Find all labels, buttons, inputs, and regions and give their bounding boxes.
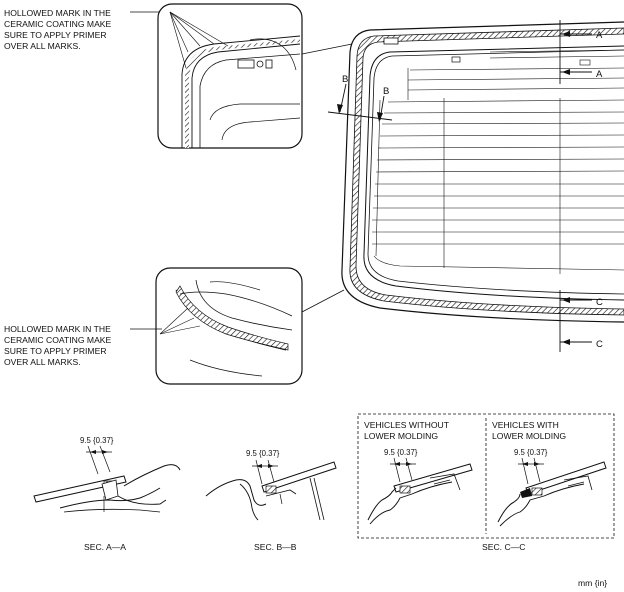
section-c-markers: C C	[559, 290, 603, 352]
section-c-with-heading-2: LOWER MOLDING	[492, 431, 566, 441]
section-c-without-heading-1: VEHICLES WITHOUT	[364, 420, 450, 430]
lower-note-line-3: SURE TO APPLY PRIMER	[4, 346, 107, 356]
section-b-markers: B B	[327, 74, 393, 122]
lower-detail-connector	[301, 289, 345, 313]
upper-note-line-3: SURE TO APPLY PRIMER	[4, 30, 107, 40]
section-c-caption: SEC. C—C	[482, 542, 525, 552]
section-c-c-drawing: VEHICLES WITHOUT LOWER MOLDING 9.5 {0.37…	[357, 413, 615, 552]
section-b-caption: SEC. B—B	[254, 542, 297, 552]
section-c-upper-label: C	[596, 297, 603, 308]
lower-callout-note: HOLLOWED MARK IN THE CERAMIC COATING MAK…	[4, 324, 112, 367]
section-b-dimension: 9.5 {0.37}	[246, 449, 280, 458]
section-b-right-label: B	[383, 86, 389, 97]
section-b-b-drawing: 9.5 {0.37} SEC. B—B	[205, 449, 337, 552]
upper-note-line-1: HOLLOWED MARK IN THE	[4, 8, 111, 18]
section-c-with-heading-1: VEHICLES WITH	[492, 420, 559, 430]
section-b-left-label: B	[342, 74, 348, 85]
section-a-a-drawing: 9.5 {0.37} SEC. A—A	[33, 436, 181, 552]
lower-detail-box	[155, 267, 303, 385]
section-c-without-heading-2: LOWER MOLDING	[364, 431, 438, 441]
section-a-lower-label: A	[596, 69, 603, 80]
defroster-grid	[372, 67, 624, 274]
upper-callout-note: HOLLOWED MARK IN THE CERAMIC COATING MAK…	[4, 8, 112, 51]
upper-note-line-2: CERAMIC COATING MAKE	[4, 19, 112, 29]
section-c-with-dimension: 9.5 {0.37}	[514, 448, 548, 457]
section-c-lower-label: C	[596, 339, 603, 350]
section-a-upper-label: A	[596, 30, 603, 41]
section-c-without-dimension: 9.5 {0.37}	[384, 448, 418, 457]
upper-note-line-4: OVER ALL MARKS.	[4, 41, 81, 51]
upper-detail-connector	[301, 43, 353, 55]
lower-note-line-1: HOLLOWED MARK IN THE	[4, 324, 111, 334]
section-a-dimension: 9.5 {0.37}	[80, 436, 114, 445]
section-a-markers: A A	[559, 20, 603, 84]
upper-detail-box	[157, 3, 303, 149]
windshield-outline	[341, 21, 624, 323]
units-label: mm {in}	[578, 578, 607, 588]
lower-note-line-2: CERAMIC COATING MAKE	[4, 335, 112, 345]
lower-note-line-4: OVER ALL MARKS.	[4, 357, 81, 367]
section-a-caption: SEC. A—A	[84, 542, 126, 552]
